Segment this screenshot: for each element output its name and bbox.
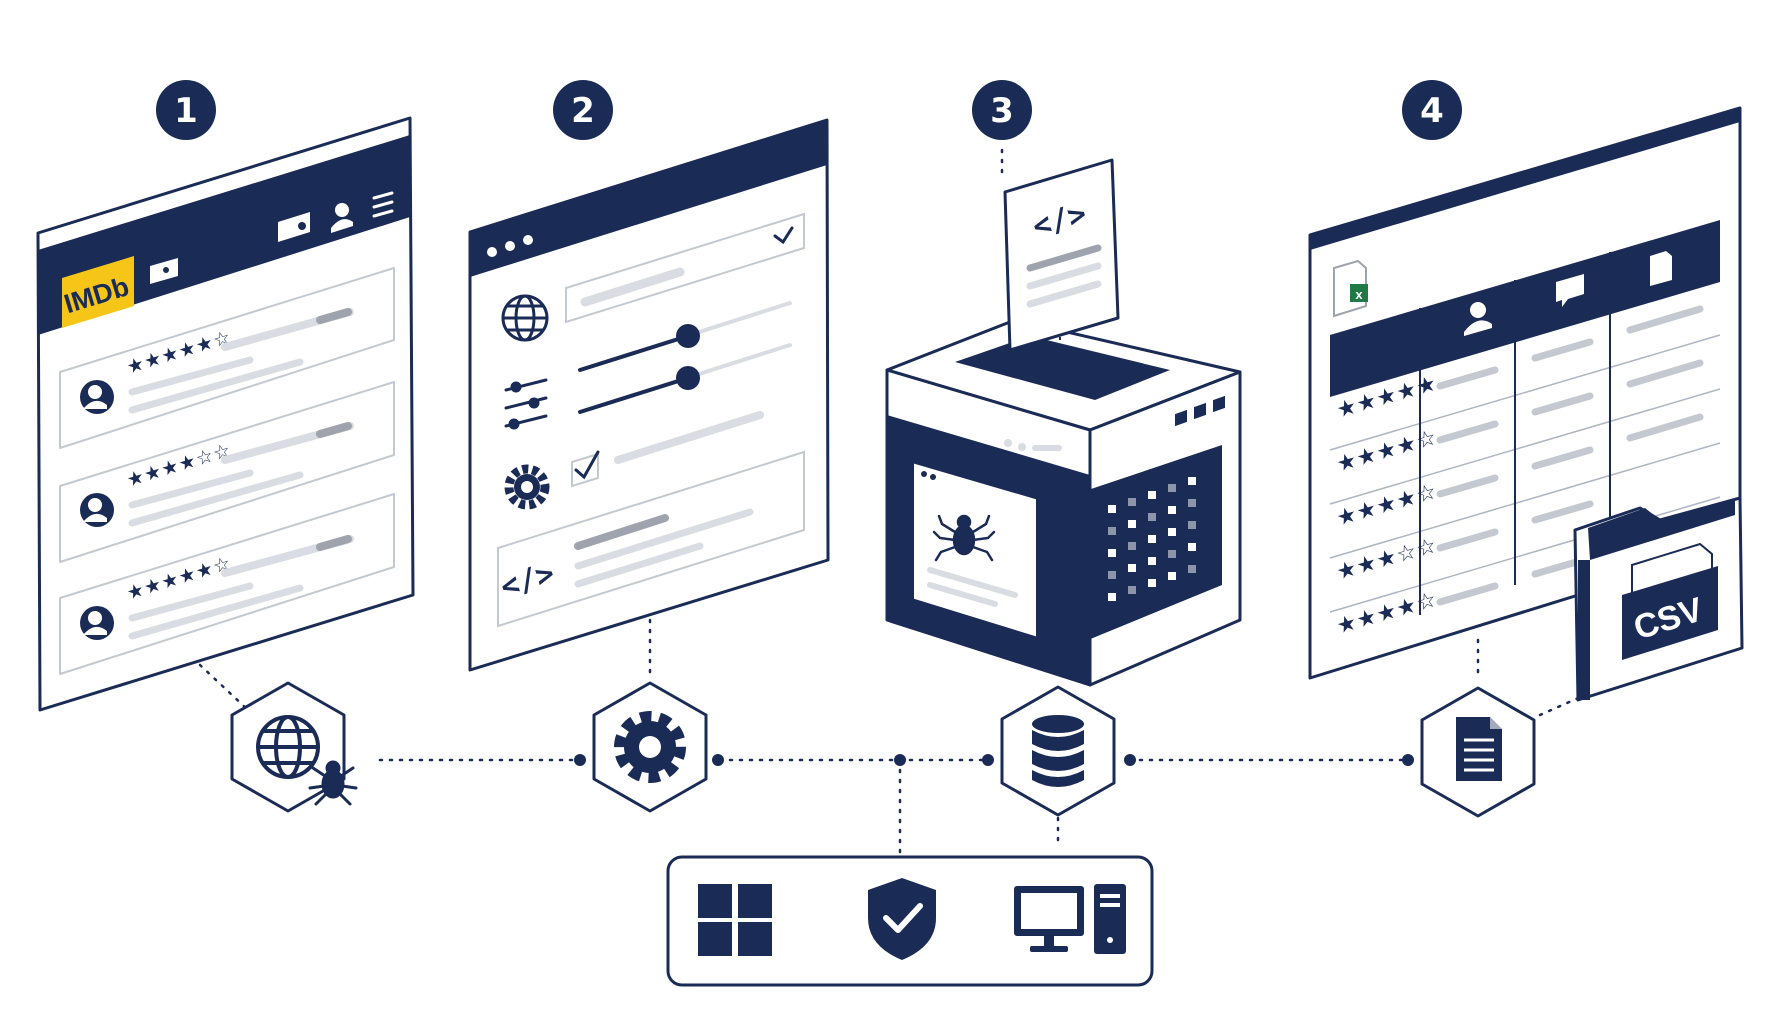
- hamburger-menu-icon[interactable]: [372, 191, 394, 218]
- reviewer-avatar-icon: [80, 380, 114, 414]
- spider-icon: [308, 760, 358, 806]
- imdb-logo: IMDb: [61, 256, 134, 328]
- globe-icon: [501, 294, 549, 342]
- excel-file-icon: x: [1333, 259, 1368, 318]
- url-dropdown[interactable]: [565, 212, 805, 324]
- crawler-browser-panel: [914, 463, 1036, 637]
- review-card[interactable]: ★★★★★☆: [59, 493, 395, 675]
- node-document: [1420, 686, 1536, 818]
- globe-icon: [256, 715, 320, 779]
- indicator-strip: [1004, 439, 1062, 451]
- step-badge-1: 1: [156, 80, 216, 140]
- document-icon: [1456, 717, 1502, 781]
- column-dividers: [1419, 252, 1611, 615]
- csv-folder-icon: CSV: [1573, 496, 1744, 702]
- step-badge-2: 2: [553, 80, 613, 140]
- code-panel[interactable]: </>: [497, 450, 805, 628]
- scraper-engine-box: </>: [885, 158, 1242, 687]
- led-grid-panel: [1088, 445, 1222, 640]
- step-number-3: 3: [990, 91, 1014, 131]
- document-column-icon: [1650, 251, 1672, 286]
- slider-2[interactable]: [578, 343, 792, 414]
- step-number-1: 1: [174, 91, 198, 131]
- spider-icon: [932, 514, 996, 562]
- node-globe-spider: [230, 681, 358, 813]
- status-lights: [1175, 395, 1225, 427]
- connector-dots: [574, 754, 1414, 766]
- header-tag-icon: [278, 212, 310, 242]
- node-database: [1000, 685, 1116, 817]
- code-sheet: </>: [1003, 158, 1120, 380]
- gear-icon: [504, 464, 550, 510]
- database-icon: [1032, 715, 1084, 787]
- step-number-2: 2: [571, 91, 595, 131]
- step-badge-3: 3: [972, 80, 1032, 140]
- desktop-computer-icon: [1014, 884, 1126, 954]
- step-badge-4: 4: [1402, 80, 1462, 140]
- windows-logo-icon: [698, 884, 772, 956]
- comment-column-icon: [1556, 274, 1584, 307]
- reviewer-avatar-icon: [80, 606, 114, 640]
- shield-check-icon: [868, 878, 936, 960]
- slider-1[interactable]: [578, 301, 792, 372]
- chevron-down-icon: [773, 226, 794, 245]
- node-gear: [592, 681, 708, 813]
- platform-box: [666, 855, 1154, 987]
- window-controls: [487, 235, 533, 257]
- table-header-icons: [1367, 251, 1672, 365]
- gear-icon: [614, 711, 686, 783]
- scraper-settings-window: </>: [468, 118, 830, 672]
- user-column-icon: [1464, 302, 1492, 336]
- ticket-icon: [150, 258, 178, 284]
- sliders-icon: [504, 378, 548, 430]
- step-number-4: 4: [1420, 91, 1444, 131]
- imdb-reviews-window: IMDb ★★★★★☆: [36, 116, 415, 712]
- option-checkbox[interactable]: [571, 411, 764, 488]
- user-icon: [331, 203, 353, 233]
- reviewer-avatar-icon: [80, 493, 114, 527]
- svg-text:x: x: [1355, 287, 1363, 302]
